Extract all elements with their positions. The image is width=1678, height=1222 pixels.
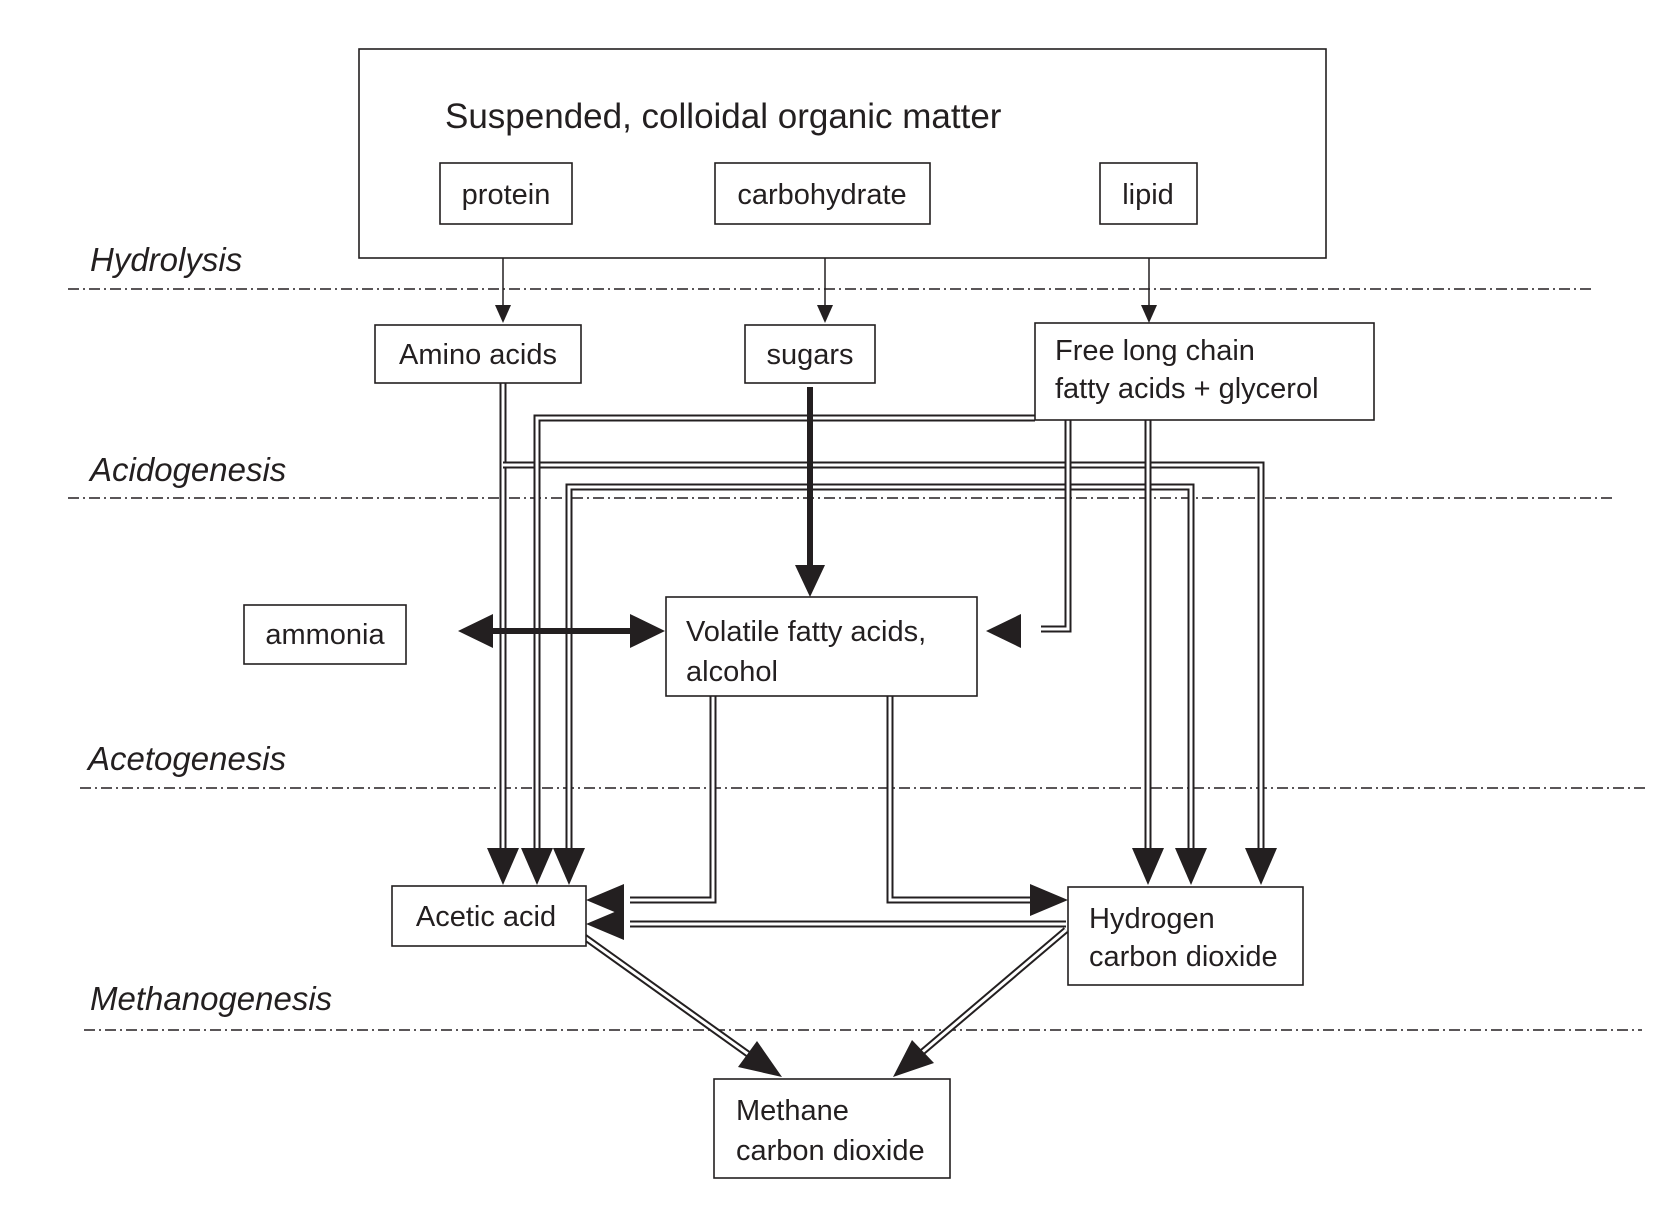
node-label-line2: fatty acids + glycerol [1055,373,1319,405]
double-connectors [499,383,1265,1057]
node-label-line1: Hydrogen [1089,903,1215,935]
node-label: Amino acids [399,339,557,371]
stage-label-acetogenesis: Acetogenesis [86,740,286,777]
organic-matter-container [358,48,1327,259]
node-label-line1: Volatile fatty acids, [686,616,926,648]
arrowhead [495,305,511,323]
node-amino-acids: Amino acids [374,324,582,384]
thick-connectors [485,387,813,634]
arrowhead [795,565,825,597]
arrowhead [1030,884,1068,916]
arrowhead [1141,305,1157,323]
stage-label-acidogenesis: Acidogenesis [88,451,286,488]
arrowhead [487,848,519,885]
arrowhead [1175,848,1207,885]
node-lipid: lipid [1099,162,1198,225]
node-methane: Methane carbon dioxide [713,1078,951,1179]
node-label-line2: carbon dioxide [736,1135,925,1167]
arrowhead [986,614,1021,648]
diagram-title: Suspended, colloidal organic matter [445,97,1002,136]
arrowhead [586,908,624,940]
node-acetic-acid: Acetic acid [391,885,587,947]
arrowhead [817,305,833,323]
node-volatile-fatty-acids: Volatile fatty acids, alcohol [665,596,978,697]
node-hydrogen: Hydrogen carbon dioxide [1067,886,1304,986]
arrowhead [738,1041,782,1077]
node-label: lipid [1122,179,1174,211]
node-label: ammonia [265,619,385,651]
stage-label-hydrolysis: Hydrolysis [90,241,242,278]
arrowhead [1132,848,1164,885]
node-label-line2: alcohol [686,656,778,688]
node-label: protein [462,179,551,211]
node-label-line2: carbon dioxide [1089,941,1278,973]
stage-label-methanogenesis: Methanogenesis [90,980,332,1017]
arrowhead [630,614,665,648]
node-label-line1: Methane [736,1095,849,1127]
arrowhead [458,614,493,648]
node-label: carbohydrate [737,179,906,211]
node-label-line1: Free long chain [1055,335,1255,367]
node-ammonia: ammonia [243,604,407,665]
arrowhead [586,884,624,916]
node-fatty-acids: Free long chain fatty acids + glycerol [1034,322,1375,421]
node-label: sugars [766,339,853,371]
node-carbohydrate: carbohydrate [714,162,931,225]
arrowhead [553,848,585,885]
arrowheads [458,305,1277,1077]
node-protein: protein [439,162,573,225]
arrowhead [893,1040,934,1077]
arrowhead [521,848,553,885]
node-label: Acetic acid [416,901,556,933]
arrowhead [1245,848,1277,885]
node-sugars: sugars [744,324,876,384]
